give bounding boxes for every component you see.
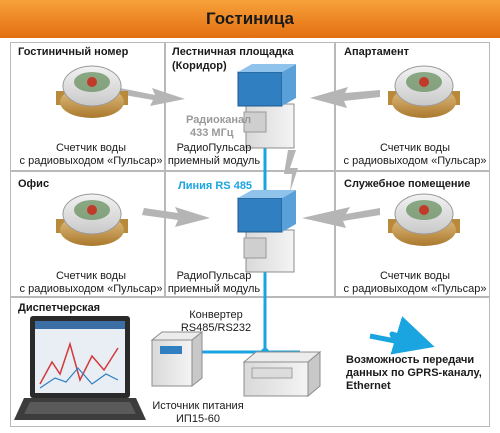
radio-arrow-apartment [310, 87, 380, 108]
stair-module-caption-1: РадиоПульсар [176, 142, 252, 154]
radiopulsar-module-middle [237, 190, 296, 273]
power-supply-device [242, 350, 322, 398]
office-meter-caption-2: с радиовыходом «Пульсар» [19, 283, 163, 295]
laptop-icon [14, 316, 146, 420]
gprs-text-2: данных по GPRS-каналу, [346, 367, 482, 379]
radio-arrow-office [142, 207, 210, 227]
converter-label-1: Конвертер [189, 309, 243, 321]
radio-arrow-hotel [118, 88, 185, 106]
dispatch-title: Диспетчерская [18, 302, 101, 314]
gprs-arrow [369, 316, 435, 355]
radio-channel-label-2: 433 МГц [190, 127, 234, 139]
stair-title-line1: Лестничная площадка [172, 46, 294, 58]
gprs-text-1: Возможность передачи [346, 354, 475, 366]
radio-arrow-down [284, 150, 298, 192]
hotel-meter-caption-2: с радиовыходом «Пульсар» [19, 155, 163, 167]
middle-module-caption-1: РадиоПульсар [176, 270, 252, 282]
water-meter-apartment [388, 65, 460, 118]
water-meter-office [56, 193, 128, 246]
stair-module-caption-2: приемный модуль [167, 155, 261, 167]
converter-label-2: RS485/RS232 [180, 322, 252, 334]
power-supply-label-2: ИП15-60 [176, 413, 220, 425]
apartment-meter-caption-2: с радиовыходом «Пульсар» [343, 155, 487, 167]
radiopulsar-module-top [237, 64, 296, 149]
office-title: Офис [18, 178, 50, 190]
water-meter-hotel [56, 65, 128, 118]
radio-channel-label-1: Радиоканал [186, 114, 252, 126]
stair-title-line2: (Коридор) [172, 60, 227, 72]
power-supply-label-1: Источник питания [152, 400, 244, 412]
page-banner: Гостиница [0, 0, 500, 38]
radio-arrow-service [302, 207, 380, 228]
apartment-title: Апартамент [344, 46, 410, 58]
middle-module-caption-2: приемный модуль [167, 283, 261, 295]
office-meter-caption-1: Счетчик воды [55, 270, 126, 282]
grid-line [10, 170, 490, 172]
hotel-room-title: Гостиничный номер [18, 46, 129, 58]
gprs-text-3: Ethernet [346, 380, 391, 392]
apartment-meter-caption-1: Счетчик воды [379, 142, 450, 154]
hotel-meter-caption-1: Счетчик воды [55, 142, 126, 154]
grid-line [10, 296, 490, 298]
rs485-label: Линия RS 485 [178, 180, 253, 192]
service-meter-caption-2: с радиовыходом «Пульсар» [343, 283, 487, 295]
service-meter-caption-1: Счетчик воды [379, 270, 450, 282]
service-room-title: Служебное помещение [344, 178, 471, 190]
water-meter-service [388, 193, 460, 246]
banner-title: Гостиница [205, 9, 294, 28]
converter-device [150, 330, 204, 388]
